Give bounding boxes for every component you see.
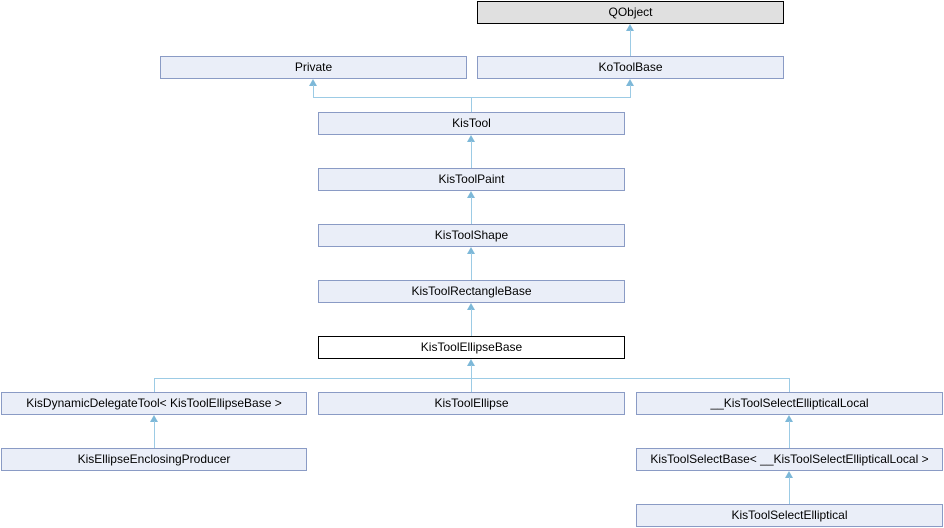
inheritance-arrowhead-kistoolrectanglebase: [467, 303, 475, 310]
class-node-kistoolrectanglebase[interactable]: KisToolRectangleBase: [318, 280, 625, 303]
class-node-private[interactable]: Private: [160, 56, 467, 79]
edge-kistoolpaint-kistool: [471, 141, 472, 168]
class-node-kistoolshape[interactable]: KisToolShape: [318, 224, 625, 247]
class-node-kisellipseenclosingproducer[interactable]: KisEllipseEnclosingProducer: [1, 448, 307, 471]
edge-kisellipseenclosingproducer: [154, 421, 155, 448]
inheritance-arrowhead-kistoolellipsebase: [467, 359, 475, 366]
edge-kistoolrectanglebase-kistoolshape: [471, 253, 472, 280]
edge-kotoolbase-qobject: [630, 30, 631, 56]
inheritance-arrowhead-kisdynamicdelegatetool: [150, 415, 158, 422]
edge-kistool-private: [313, 85, 314, 97]
class-node-kotoolbase[interactable]: KoToolBase: [477, 56, 784, 79]
class-node-kistoolellipse[interactable]: KisToolEllipse: [318, 392, 625, 415]
class-node-kisdynamicdelegatetool[interactable]: KisDynamicDelegateTool< KisToolEllipseBa…: [1, 392, 307, 415]
edge-kistoolselectelliptical: [789, 477, 790, 504]
inheritance-arrowhead-kistool: [467, 135, 475, 142]
inheritance-arrowhead-private: [309, 79, 317, 86]
class-node-kistool[interactable]: KisTool: [318, 112, 625, 135]
edge-kistoolellipsebase-kistoolrectanglebase: [471, 309, 472, 336]
edge-kistoolselectbase: [789, 421, 790, 448]
inheritance-arrowhead-kistoolpaint: [467, 191, 475, 198]
class-node-kistoolpaint[interactable]: KisToolPaint: [318, 168, 625, 191]
class-node-qobject: QObject: [477, 1, 784, 24]
inheritance-arrowhead-kotoolbase: [626, 79, 634, 86]
edge-kistool-parents-bus: [313, 97, 631, 98]
edge-kistoolellipse-drop: [471, 378, 472, 392]
inheritance-arrowhead-kistoolselectellipticallocal: [785, 415, 793, 422]
edge-children-stem: [471, 365, 472, 378]
inheritance-arrowhead-kistoolselectbase: [785, 471, 793, 478]
class-node-kistoolellipsebase: KisToolEllipseBase: [318, 336, 625, 359]
inheritance-arrowhead-kistoolshape: [467, 247, 475, 254]
edge-kistool-kotoolbase: [630, 85, 631, 97]
edge-children-bus: [154, 378, 790, 379]
edge-kistool-stem: [471, 97, 472, 112]
edge-kistoolshape-kistoolpaint: [471, 197, 472, 224]
edge-kistoolselectellipticallocal-drop: [789, 378, 790, 392]
class-node-kistoolselectbase[interactable]: KisToolSelectBase< __KisToolSelectEllipt…: [636, 448, 943, 471]
inheritance-arrowhead-qobject: [626, 24, 634, 31]
edge-kisdynamicdelegatetool-drop: [154, 378, 155, 392]
class-node-kistoolselectelliptical[interactable]: KisToolSelectElliptical: [636, 504, 943, 527]
class-node-kistoolselectellipticallocal[interactable]: __KisToolSelectEllipticalLocal: [636, 392, 943, 415]
